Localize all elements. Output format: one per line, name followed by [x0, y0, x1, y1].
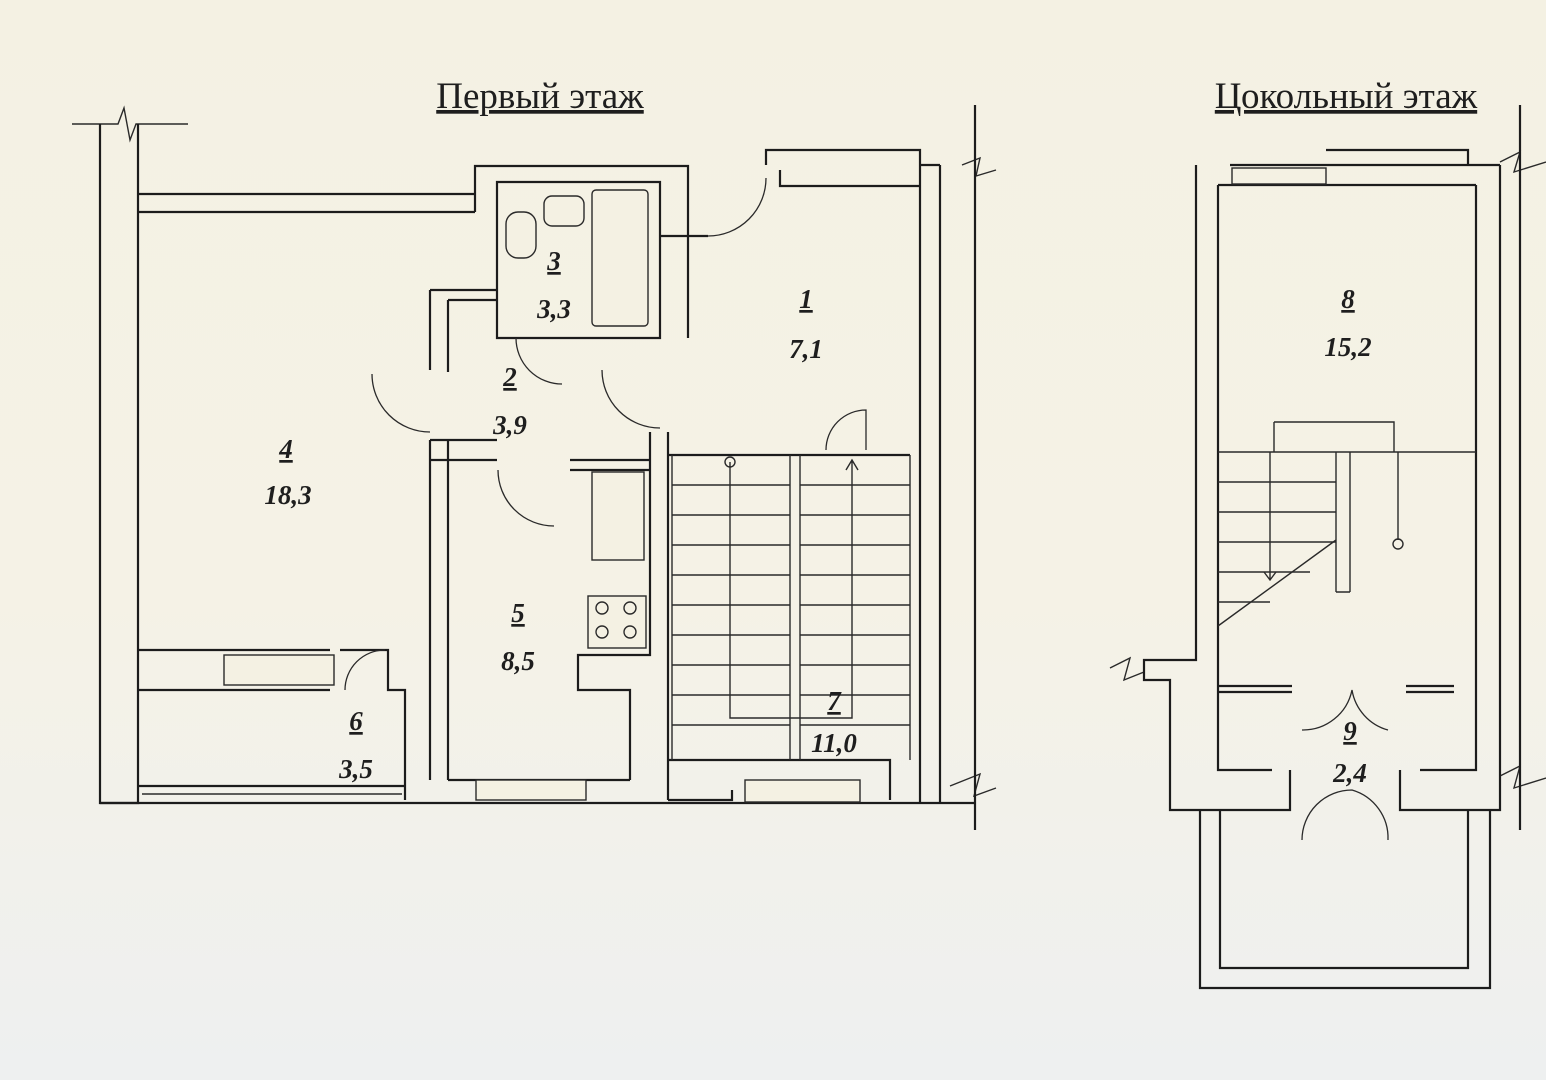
basement-outer-walls — [1142, 105, 1522, 830]
room-label-8: 8 15,2 — [1324, 284, 1371, 362]
room-number: 6 — [349, 706, 363, 736]
basement-vent — [1231, 167, 1327, 185]
basement-title: Цокольный этаж — [1215, 76, 1478, 117]
door-room2 — [371, 373, 431, 433]
outer-wall-right — [918, 105, 977, 830]
room-number: 8 — [1341, 284, 1355, 314]
wall-break-top-left — [72, 105, 188, 143]
wall-break-top-right — [961, 156, 997, 178]
room-area: 15,2 — [1324, 332, 1371, 362]
bathroom-walls — [473, 164, 708, 340]
window-room7 — [744, 779, 861, 803]
basement-pit — [1198, 810, 1492, 990]
room-label-9: 9 2,4 — [1332, 716, 1367, 788]
window-room4 — [223, 654, 335, 686]
room-label-4: 4 18,3 — [264, 434, 311, 510]
door-basement-bottom — [1301, 789, 1389, 841]
room-number: 1 — [799, 284, 813, 314]
room-label-3: 3 3,3 — [536, 246, 571, 324]
room-label-2: 2 3,9 — [492, 362, 527, 440]
partition-room2-left — [428, 288, 497, 780]
room-label-5: 5 8,5 — [501, 598, 535, 676]
room-number: 4 — [278, 434, 293, 464]
wall-break-basement-left — [1109, 656, 1145, 682]
stairwell-walls — [668, 453, 910, 802]
staircase-first-floor — [671, 455, 911, 760]
kitchen-sink — [591, 471, 645, 561]
room-label-1: 1 7,1 — [789, 284, 823, 364]
wall-break-basement-top — [1499, 150, 1546, 174]
room-label-7: 7 11,0 — [811, 686, 857, 758]
room-label-6: 6 3,5 — [338, 706, 373, 784]
bathtub — [591, 189, 649, 327]
room-number: 2 — [502, 362, 517, 392]
room-area: 2,4 — [1332, 758, 1367, 788]
door-basement-top — [1301, 689, 1389, 731]
room-area: 18,3 — [264, 480, 311, 510]
toilet — [505, 211, 537, 259]
room-number: 9 — [1343, 716, 1357, 746]
room-number: 5 — [511, 598, 525, 628]
first-floor-title: Первый этаж — [436, 76, 644, 117]
first-floor-plan — [72, 105, 997, 830]
partition-room2-bottom — [430, 438, 650, 472]
staircase-basement — [1217, 421, 1476, 627]
door-kitchen — [497, 469, 555, 527]
room-area: 3,5 — [338, 754, 373, 784]
wall-room4-right — [138, 648, 407, 800]
room-area: 3,3 — [536, 294, 571, 324]
wall-break-bottom-right — [949, 772, 997, 798]
door-balcony — [344, 649, 386, 691]
outer-wall-left — [98, 124, 140, 805]
entry-top-wall — [764, 148, 940, 188]
door-entry — [707, 177, 767, 237]
room-number: 3 — [546, 246, 561, 276]
basement-plan — [1109, 105, 1546, 990]
door-room1 — [601, 369, 661, 429]
stove — [587, 595, 647, 649]
wall-top-room4 — [138, 192, 475, 214]
door-stairs — [825, 409, 867, 451]
room-number: 7 — [827, 686, 842, 716]
window-room5 — [475, 779, 587, 801]
kitchen-right-wall — [576, 432, 670, 800]
room-area: 11,0 — [811, 728, 857, 758]
wall-break-basement-right — [1499, 764, 1546, 790]
basement-partition — [1218, 684, 1454, 694]
sink — [543, 195, 585, 227]
room-area: 3,9 — [492, 410, 527, 440]
door-bathroom — [515, 337, 563, 385]
room-area: 7,1 — [789, 334, 823, 364]
room-area: 8,5 — [501, 646, 535, 676]
